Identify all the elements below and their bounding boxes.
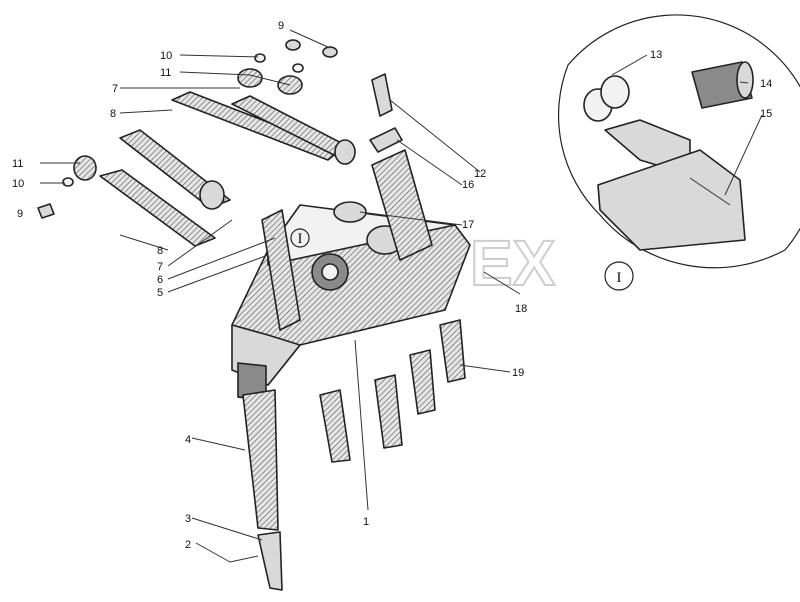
pin-17	[333, 201, 367, 223]
callout-4: 4	[185, 434, 191, 446]
ripper-tip-3	[257, 531, 283, 591]
hardware-top	[237, 39, 338, 95]
callout-11-top: 11	[160, 67, 171, 79]
callout-9-left: 9	[17, 208, 23, 220]
callout-8-upper: 8	[110, 108, 116, 120]
callouts: 1 2 3 4 5 6 7 7 8 8 9 9 10 10 11 11 12 1…	[12, 20, 772, 551]
callout-13: 13	[650, 49, 662, 61]
leader-lines	[40, 29, 763, 563]
block-16	[369, 127, 403, 153]
callout-14: 14	[760, 78, 772, 90]
callout-10-left: 10	[12, 178, 24, 190]
pin-2	[229, 555, 259, 563]
detail-i-main-marker-label: I	[298, 231, 303, 247]
ripper-shank-4	[242, 389, 279, 531]
pin-18	[483, 271, 521, 295]
bolt-12	[371, 73, 393, 117]
detail-i-main-marker	[290, 228, 310, 248]
watermark: EX	[470, 227, 556, 299]
ripper-uprights	[261, 149, 433, 331]
callout-18: 18	[515, 303, 527, 315]
callout-1: 1	[363, 516, 369, 528]
callout-2: 2	[185, 539, 191, 551]
callout-11-left: 11	[12, 158, 23, 170]
callout-17: 17	[462, 219, 474, 231]
callout-9-top: 9	[278, 20, 284, 32]
detail-i-marker-label: I	[617, 270, 622, 286]
callout-8-lower: 8	[157, 245, 163, 257]
callout-12: 12	[474, 168, 486, 180]
callout-10-top: 10	[160, 50, 172, 62]
detail-i	[558, 14, 800, 269]
ripper-shanks	[319, 319, 466, 463]
callout-3: 3	[185, 513, 191, 525]
detail-i-marker	[604, 261, 634, 291]
callout-16: 16	[462, 179, 474, 191]
links-lower	[99, 129, 231, 247]
callout-7-upper: 7	[112, 83, 118, 95]
hardware-left	[37, 155, 97, 219]
callout-19: 19	[512, 367, 524, 379]
callout-6: 6	[157, 274, 163, 286]
callout-15: 15	[760, 108, 772, 120]
callout-7-lower: 7	[157, 261, 163, 273]
links-upper	[171, 91, 356, 165]
callout-5: 5	[157, 287, 163, 299]
